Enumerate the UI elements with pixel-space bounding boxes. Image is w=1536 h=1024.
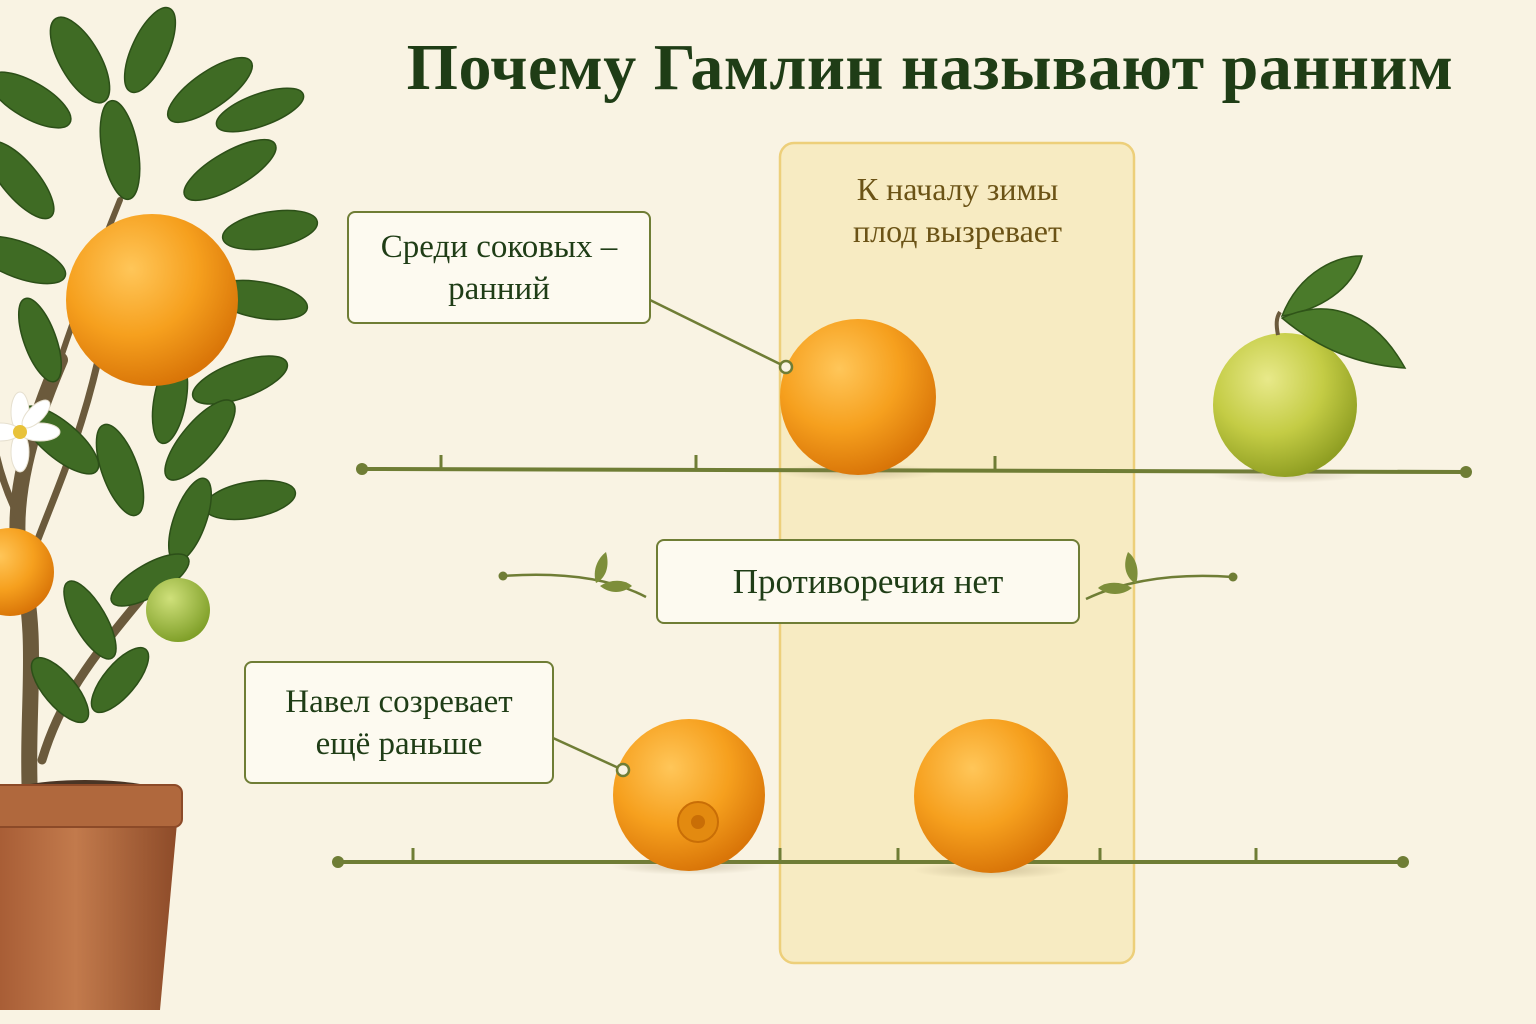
green-orange-icon [1211, 255, 1407, 483]
orange-icon [778, 319, 938, 481]
connector-bottom [552, 736, 631, 778]
harvest-band-label: К началу зимы плод вызревает [790, 168, 1125, 252]
callout-top-line-1: Среди соковых – [380, 228, 618, 265]
band-label-line-1: К началу зимы [856, 171, 1059, 207]
connector-top [649, 298, 794, 375]
callout-navel-earlier: Навел созревает ещё раньше [244, 661, 554, 784]
callout-bottom-line-2: ещё раньше [315, 725, 483, 762]
orange-icon [913, 719, 1069, 879]
page-title: Почему Гамлин называют ранним [406, 31, 1454, 104]
leaf-sprig-icon [1085, 552, 1238, 601]
callout-top-line-2: ранний [448, 270, 550, 307]
navel-orange-icon [611, 719, 767, 875]
leaf-sprig-icon [498, 552, 647, 599]
band-label-line-2: плод вызревает [853, 213, 1062, 249]
callout-center-text: Противоречия нет [732, 561, 1004, 601]
orange-tree-icon [0, 6, 319, 1010]
timeline-bottom [332, 848, 1409, 868]
callout-bottom-line-1: Навел созревает [285, 683, 513, 720]
callout-early-among-juice: Среди соковых – ранний [347, 211, 651, 324]
callout-no-contradiction: Противоречия нет [656, 539, 1080, 624]
